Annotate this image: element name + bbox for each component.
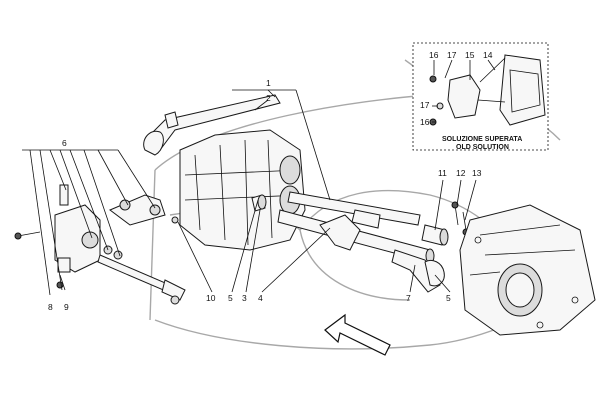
callout-5-left: 5 [228, 293, 233, 303]
selector-lever [109, 194, 166, 226]
bushings [251, 194, 267, 212]
inset-title-en: OLD SOLUTION [456, 144, 509, 151]
callout-labels: 1 2 6 8 9 10 5 3 4 7 5 11 12 13 16 17 15… [48, 50, 522, 312]
callout-11: 11 [438, 168, 447, 178]
inset-old-solution [412, 42, 549, 151]
callout-17-top: 17 [447, 50, 457, 60]
callout-9: 9 [64, 302, 69, 312]
callout-7: 7 [406, 293, 411, 303]
callout-1: 1 [266, 78, 271, 88]
callout-6: 6 [62, 138, 67, 148]
callout-16-top: 16 [429, 50, 439, 60]
sleeve-11 [421, 224, 449, 246]
callout-14: 14 [483, 50, 493, 60]
shift-fork-upper [143, 94, 281, 156]
shift-fork-center [319, 209, 381, 251]
leader-lines [22, 59, 496, 296]
shift-fork-right [391, 249, 445, 293]
gearbox-case [179, 129, 306, 251]
callout-13: 13 [472, 168, 482, 178]
selector-rod [97, 254, 186, 305]
callout-16-bottom: 16 [420, 117, 430, 127]
callout-5-right: 5 [446, 293, 451, 303]
callout-2: 2 [266, 93, 271, 103]
direction-arrow-icon [324, 313, 391, 356]
callout-3: 3 [242, 293, 247, 303]
callout-10: 10 [206, 293, 216, 303]
callout-15: 15 [465, 50, 475, 60]
inset-title-it: SOLUZIONE SUPERATA [442, 136, 522, 143]
callout-8: 8 [48, 302, 53, 312]
callout-12: 12 [456, 168, 466, 178]
callout-17-mid: 17 [420, 100, 430, 110]
callout-4: 4 [258, 293, 263, 303]
gearbox-housing-right [459, 204, 596, 336]
